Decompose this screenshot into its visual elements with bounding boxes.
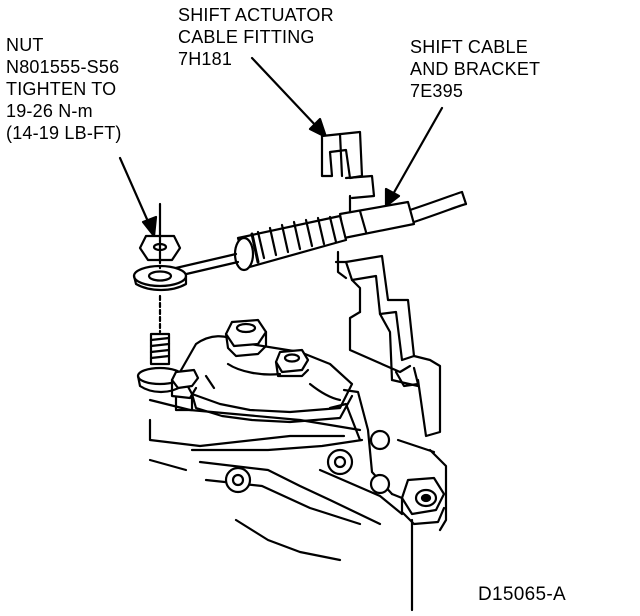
nut-callout: NUT N801555-S56 TIGHTEN TO 19-26 N-m (14… — [6, 34, 122, 144]
nut-callout-line: NUT — [6, 35, 44, 55]
cable-callout-line: SHIFT CABLE — [410, 37, 528, 57]
cable-leader-arrow — [384, 106, 444, 208]
nut-callout-line: N801555-S56 — [6, 57, 120, 77]
cable-eyelet — [132, 264, 188, 292]
transmission-case — [148, 388, 448, 562]
nut-leader-arrow — [118, 156, 158, 238]
actuator-fitting-callout: SHIFT ACTUATOR CABLE FITTING 7H181 — [178, 4, 334, 70]
shift-cable — [148, 190, 468, 284]
cable-callout-line: 7E395 — [410, 81, 464, 101]
nut-n801555 — [138, 202, 182, 334]
actuator-callout-line: CABLE FITTING — [178, 27, 315, 47]
nut-callout-line: 19-26 N-m — [6, 101, 93, 121]
actuator-callout-line: SHIFT ACTUATOR — [178, 5, 334, 25]
figure-id: D15065-A — [478, 584, 566, 605]
mounting-bracket — [334, 250, 442, 438]
leader-arrows — [118, 56, 444, 612]
actuator-cable-fitting — [320, 130, 376, 214]
actuator-callout-line: 7H181 — [178, 49, 233, 69]
shift-cable-callout: SHIFT CABLE AND BRACKET 7E395 — [410, 36, 540, 102]
cable-callout-line: AND BRACKET — [410, 59, 541, 79]
nut-callout-line: TIGHTEN TO — [6, 79, 117, 99]
nut-callout-line: (14-19 LB-FT) — [6, 123, 122, 143]
actuator-leader-arrow — [250, 56, 328, 139]
shift-lever — [170, 318, 354, 424]
pivot-nut — [390, 476, 446, 526]
